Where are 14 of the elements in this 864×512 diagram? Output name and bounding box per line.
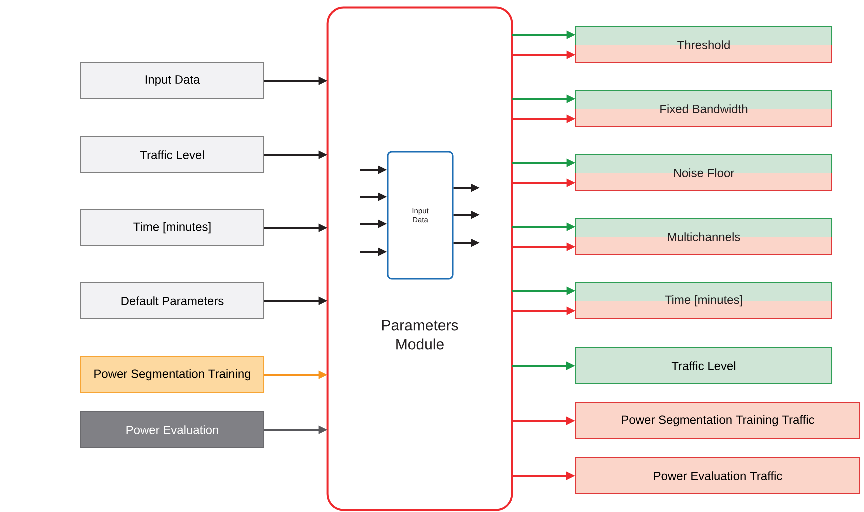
- output-box: Noise Floor: [576, 154, 832, 192]
- input-box: Time [minutes]: [80, 210, 264, 246]
- output-box: Traffic Level: [576, 348, 832, 384]
- input-box: Traffic Level: [80, 136, 264, 174]
- output-box: Power Evaluation Traffic: [576, 458, 860, 494]
- output-box: Fixed Bandwidth: [576, 90, 832, 128]
- input-box: Power Evaluation: [80, 412, 264, 448]
- input-box: Power Segmentation Training: [80, 356, 264, 394]
- input-box: Default Parameters: [80, 282, 264, 320]
- input-box: Input Data: [80, 62, 264, 100]
- output-box: Multichannels: [576, 218, 832, 256]
- output-box: Time [minutes]: [576, 282, 832, 320]
- output-box: Threshold: [576, 26, 832, 64]
- output-box: Power Segmentation Training Traffic: [576, 402, 860, 440]
